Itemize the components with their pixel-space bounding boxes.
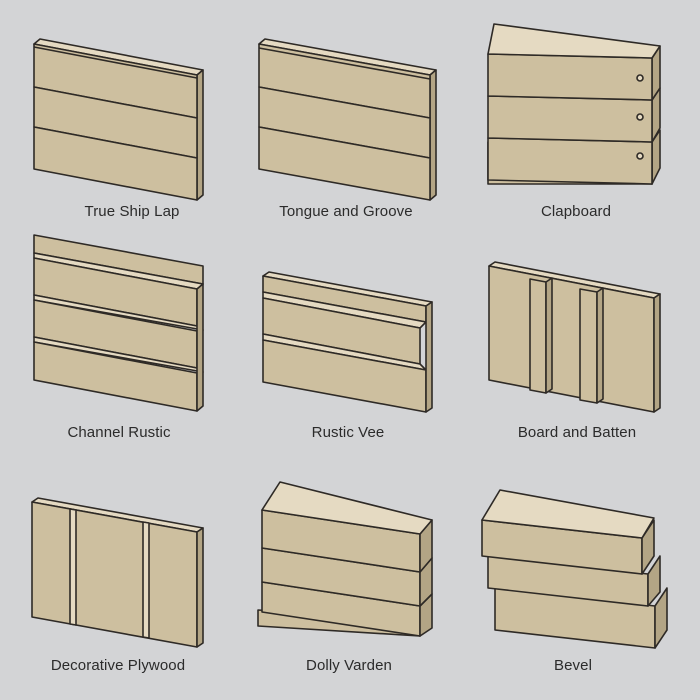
nail-icon [636,113,644,121]
label-tongue-and-groove: Tongue and Groove [279,203,413,220]
label-rustic-vee: Rustic Vee [311,424,385,441]
illustration-decorative-plywood [31,497,204,648]
label-channel-rustic: Channel Rustic [67,424,171,441]
illustration-bevel [481,489,668,649]
label-board-and-batten: Board and Batten [517,424,637,441]
illustration-channel-rustic [33,234,204,412]
label-bevel: Bevel [553,657,593,674]
illustration-tongue-and-groove [258,38,437,201]
label-clapboard: Clapboard [540,203,612,220]
nail-icon [636,152,644,160]
illustration-board-and-batten [488,261,661,413]
illustration-true-ship-lap [33,38,204,201]
illustration-dolly-varden [257,481,433,637]
label-decorative-plywood: Decorative Plywood [50,657,186,674]
illustration-rustic-vee [262,271,433,413]
label-true-ship-lap: True Ship Lap [84,203,180,220]
illustration-clapboard [487,23,661,185]
label-dolly-varden: Dolly Varden [306,657,392,674]
nail-icon [636,74,644,82]
